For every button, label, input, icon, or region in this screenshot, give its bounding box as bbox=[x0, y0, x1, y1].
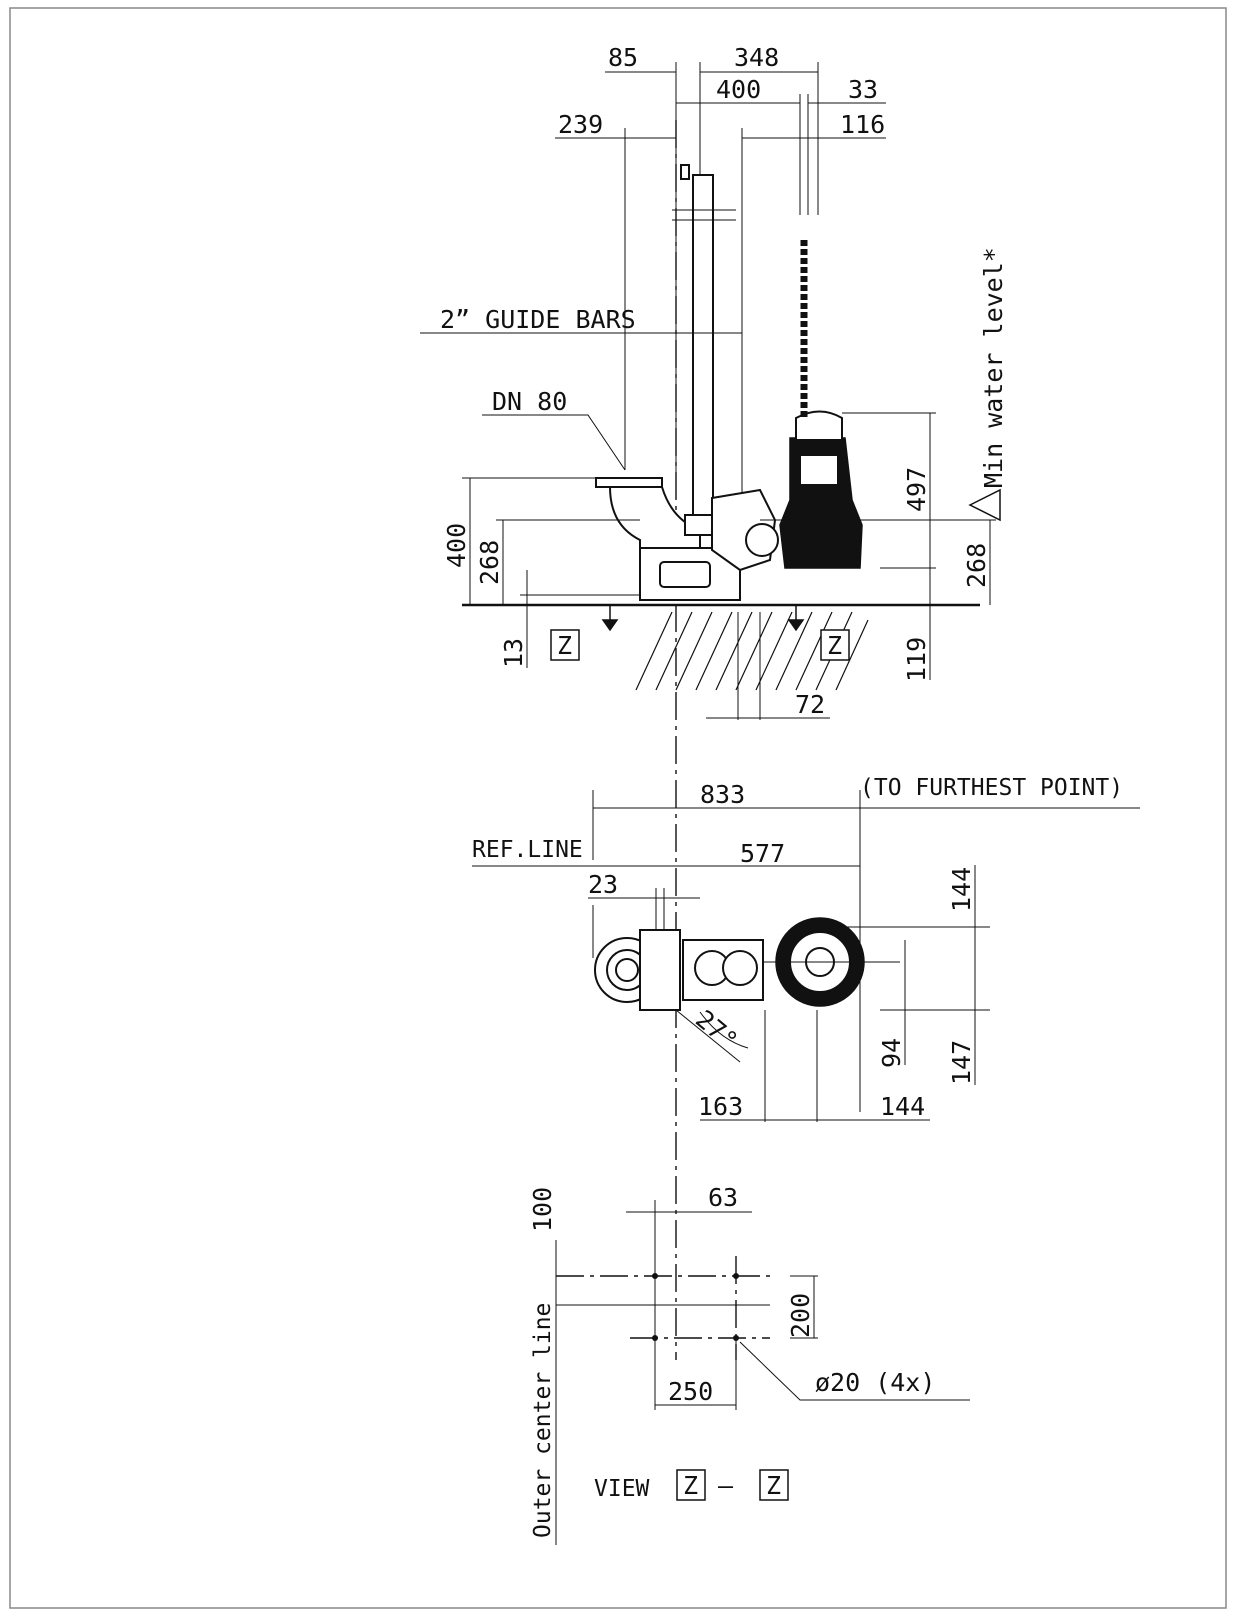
anchor-hole-4 bbox=[733, 1335, 739, 1341]
outer-center-line-label: Outer center line bbox=[530, 1303, 556, 1538]
section-letter-right: Z bbox=[827, 631, 842, 660]
dim-348: 348 bbox=[734, 43, 779, 72]
dim-400-top: 400 bbox=[716, 75, 761, 104]
dim-119: 119 bbox=[902, 637, 931, 682]
dim-100: 100 bbox=[528, 1187, 557, 1232]
dim-497: 497 bbox=[902, 467, 931, 512]
dim-72: 72 bbox=[795, 690, 825, 719]
view-label: VIEW bbox=[594, 1476, 650, 1502]
section-box-left bbox=[550, 629, 580, 661]
guide-bars-label: 2” GUIDE BARS bbox=[440, 305, 636, 334]
dim-33: 33 bbox=[848, 75, 878, 104]
ref-line-label: REF.LINE bbox=[472, 837, 583, 863]
view-dash: — bbox=[718, 1471, 734, 1500]
dim-200: 200 bbox=[786, 1293, 815, 1338]
min-water-level-label: Min water level* bbox=[979, 247, 1008, 488]
dim-116: 116 bbox=[840, 110, 885, 139]
dim-163: 163 bbox=[698, 1092, 743, 1121]
dim-13: 13 bbox=[499, 638, 528, 668]
dim-833: 833 bbox=[700, 780, 745, 809]
dim-268-right: 268 bbox=[962, 543, 991, 588]
view-section-box-2 bbox=[759, 1469, 789, 1501]
dim-144-right: 144 bbox=[947, 867, 976, 912]
anchor-hole-2 bbox=[733, 1273, 739, 1279]
dim-94: 94 bbox=[877, 1038, 906, 1068]
angle-27-label: 27° bbox=[690, 1004, 743, 1055]
dim-63: 63 bbox=[708, 1183, 738, 1212]
sheet-frame bbox=[9, 7, 1227, 1609]
dim-577: 577 bbox=[740, 839, 785, 868]
dim-144-bottom: 144 bbox=[880, 1092, 925, 1121]
dim-268-left: 268 bbox=[475, 540, 504, 585]
dim-400-side: 400 bbox=[442, 523, 471, 568]
plan-view: 833 (TO FURTHEST POINT) REF.LINE 577 23 … bbox=[472, 775, 1140, 1122]
view-section-letter-2: Z bbox=[766, 1471, 781, 1500]
floor-hatch bbox=[635, 611, 869, 691]
view-section-letter-1: Z bbox=[683, 1471, 698, 1500]
dim-85: 85 bbox=[608, 43, 638, 72]
dn-80-label: DN 80 bbox=[492, 387, 567, 416]
furthest-point-label: (TO FURTHEST POINT) bbox=[860, 775, 1123, 801]
dim-147: 147 bbox=[947, 1040, 976, 1085]
dim-239: 239 bbox=[558, 110, 603, 139]
anchor-hole-3 bbox=[652, 1335, 658, 1341]
view-section-box-1 bbox=[676, 1469, 706, 1501]
water-level-marker bbox=[968, 488, 1001, 522]
elevation-view: 85 348 400 33 239 116 2” GUIDE BARS DN 8… bbox=[420, 43, 1008, 1360]
dim-23: 23 bbox=[588, 870, 618, 899]
section-letter-left: Z bbox=[557, 631, 572, 660]
hole-spec-label: ø20 (4x) bbox=[815, 1368, 935, 1397]
anchor-hole-1 bbox=[652, 1273, 658, 1279]
base-view: 63 100 200 250 ø20 (4x) Outer center lin… bbox=[528, 1183, 970, 1545]
dim-250: 250 bbox=[668, 1377, 713, 1406]
section-box-right bbox=[820, 629, 850, 661]
